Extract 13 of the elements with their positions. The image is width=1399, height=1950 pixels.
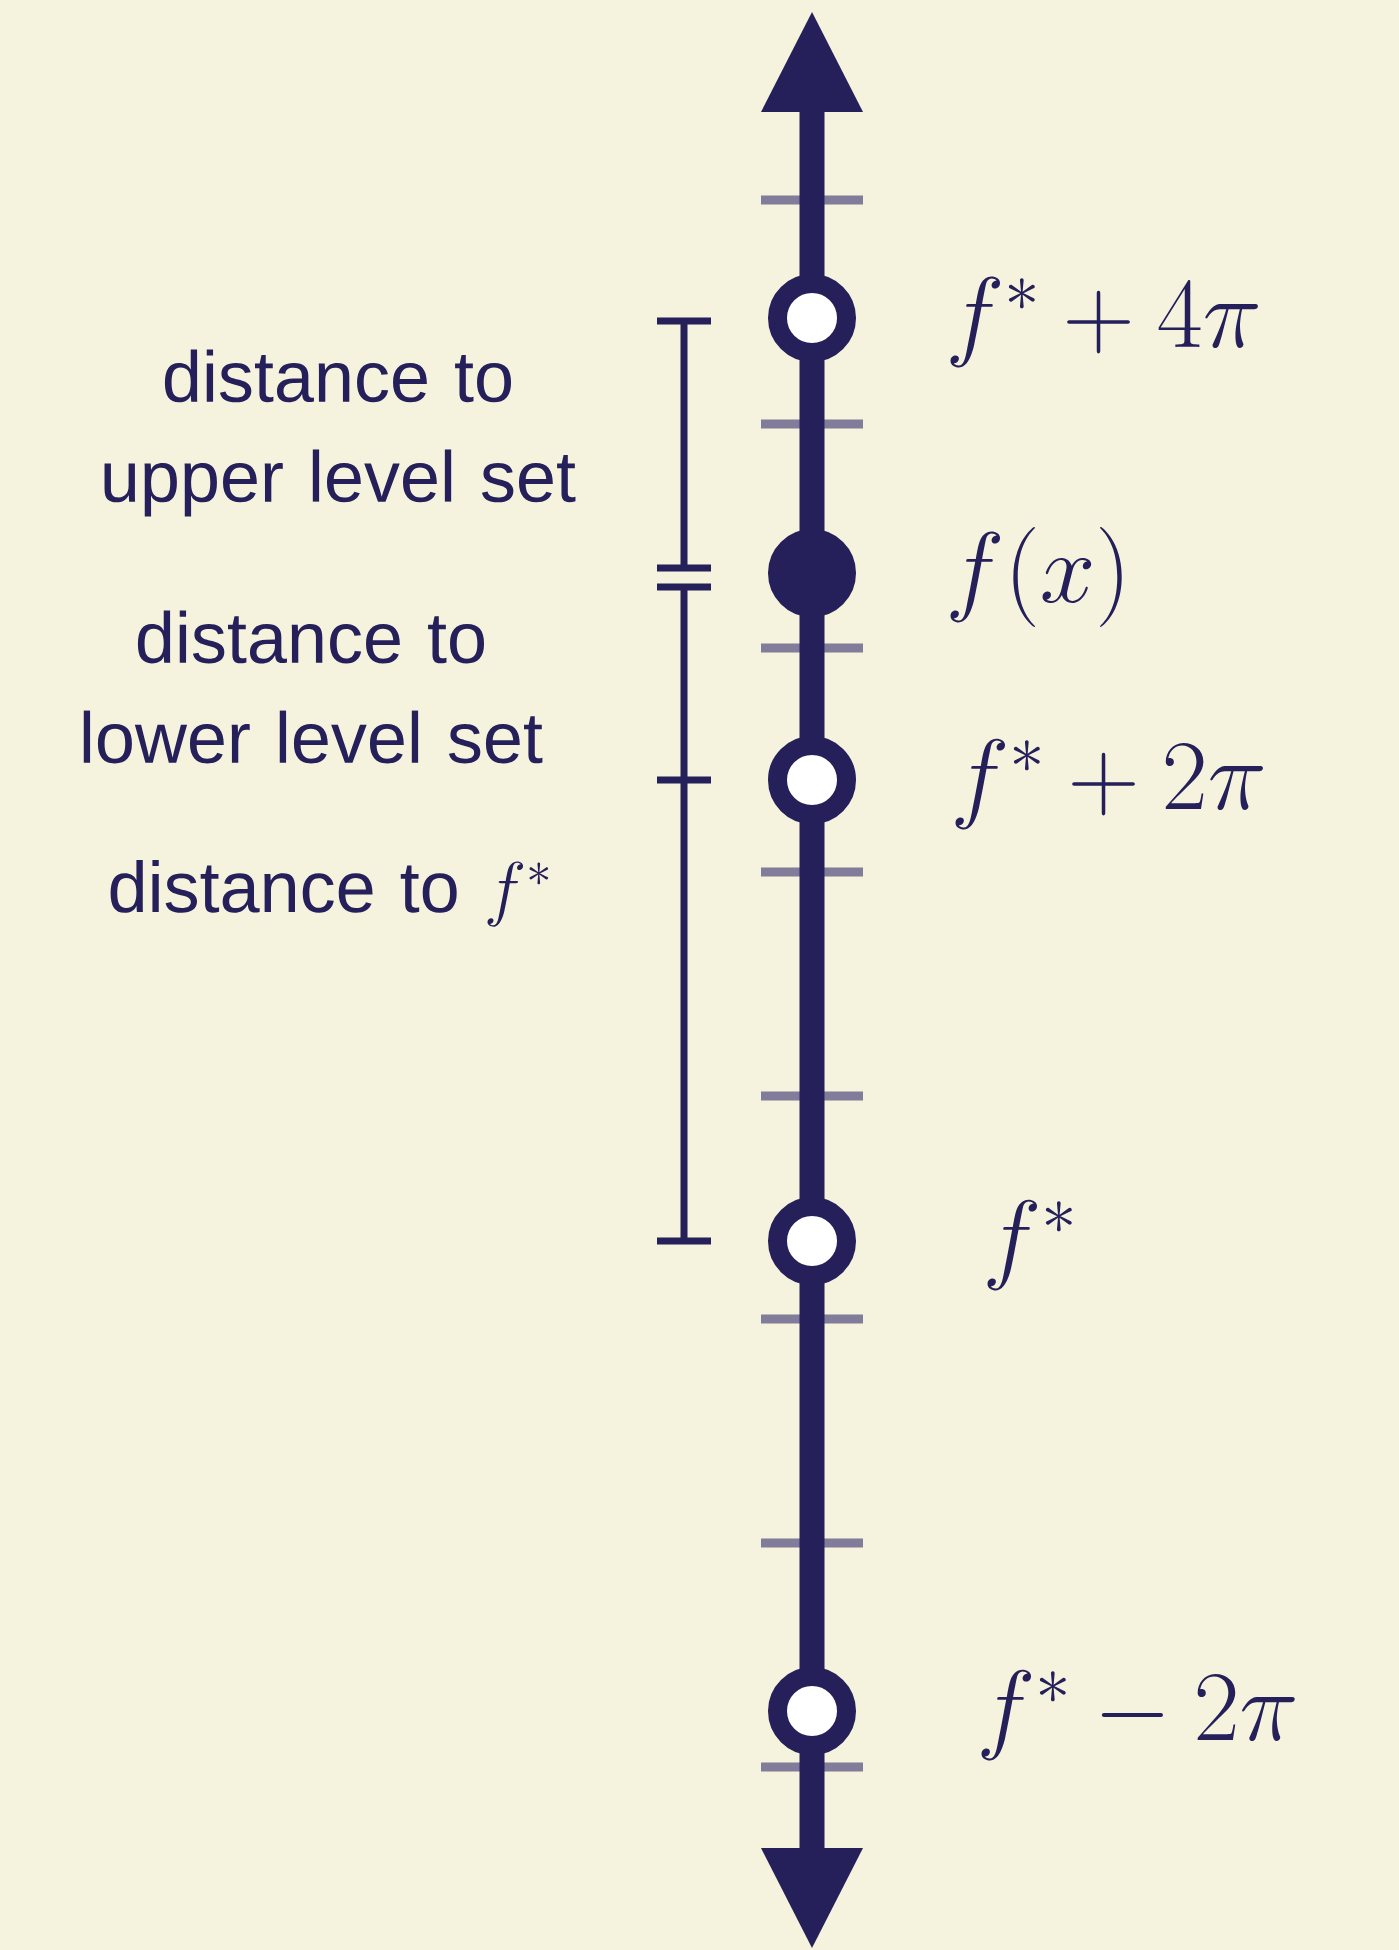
dimension-label: distance to upper level set xyxy=(104,349,576,517)
open-circle xyxy=(768,1197,856,1285)
dimension-label: $\mbox{distance to }f^{*}$ xyxy=(110,859,549,927)
formula-label: $f^{*}$ xyxy=(987,1199,1072,1291)
formula-label: $f^{*}-2\pi$ xyxy=(981,1669,1295,1761)
open-circle xyxy=(768,736,856,824)
open-circle xyxy=(768,1667,856,1755)
formula-label: $f^{*}+4\pi$ xyxy=(950,276,1258,368)
open-circle xyxy=(768,274,856,362)
dimension-label: distance to lower level set xyxy=(83,610,543,764)
formula-label: $f(x)$ xyxy=(950,527,1122,627)
formula-label: $f^{*}+2\pi$ xyxy=(955,738,1263,830)
solid-dot xyxy=(768,529,856,617)
